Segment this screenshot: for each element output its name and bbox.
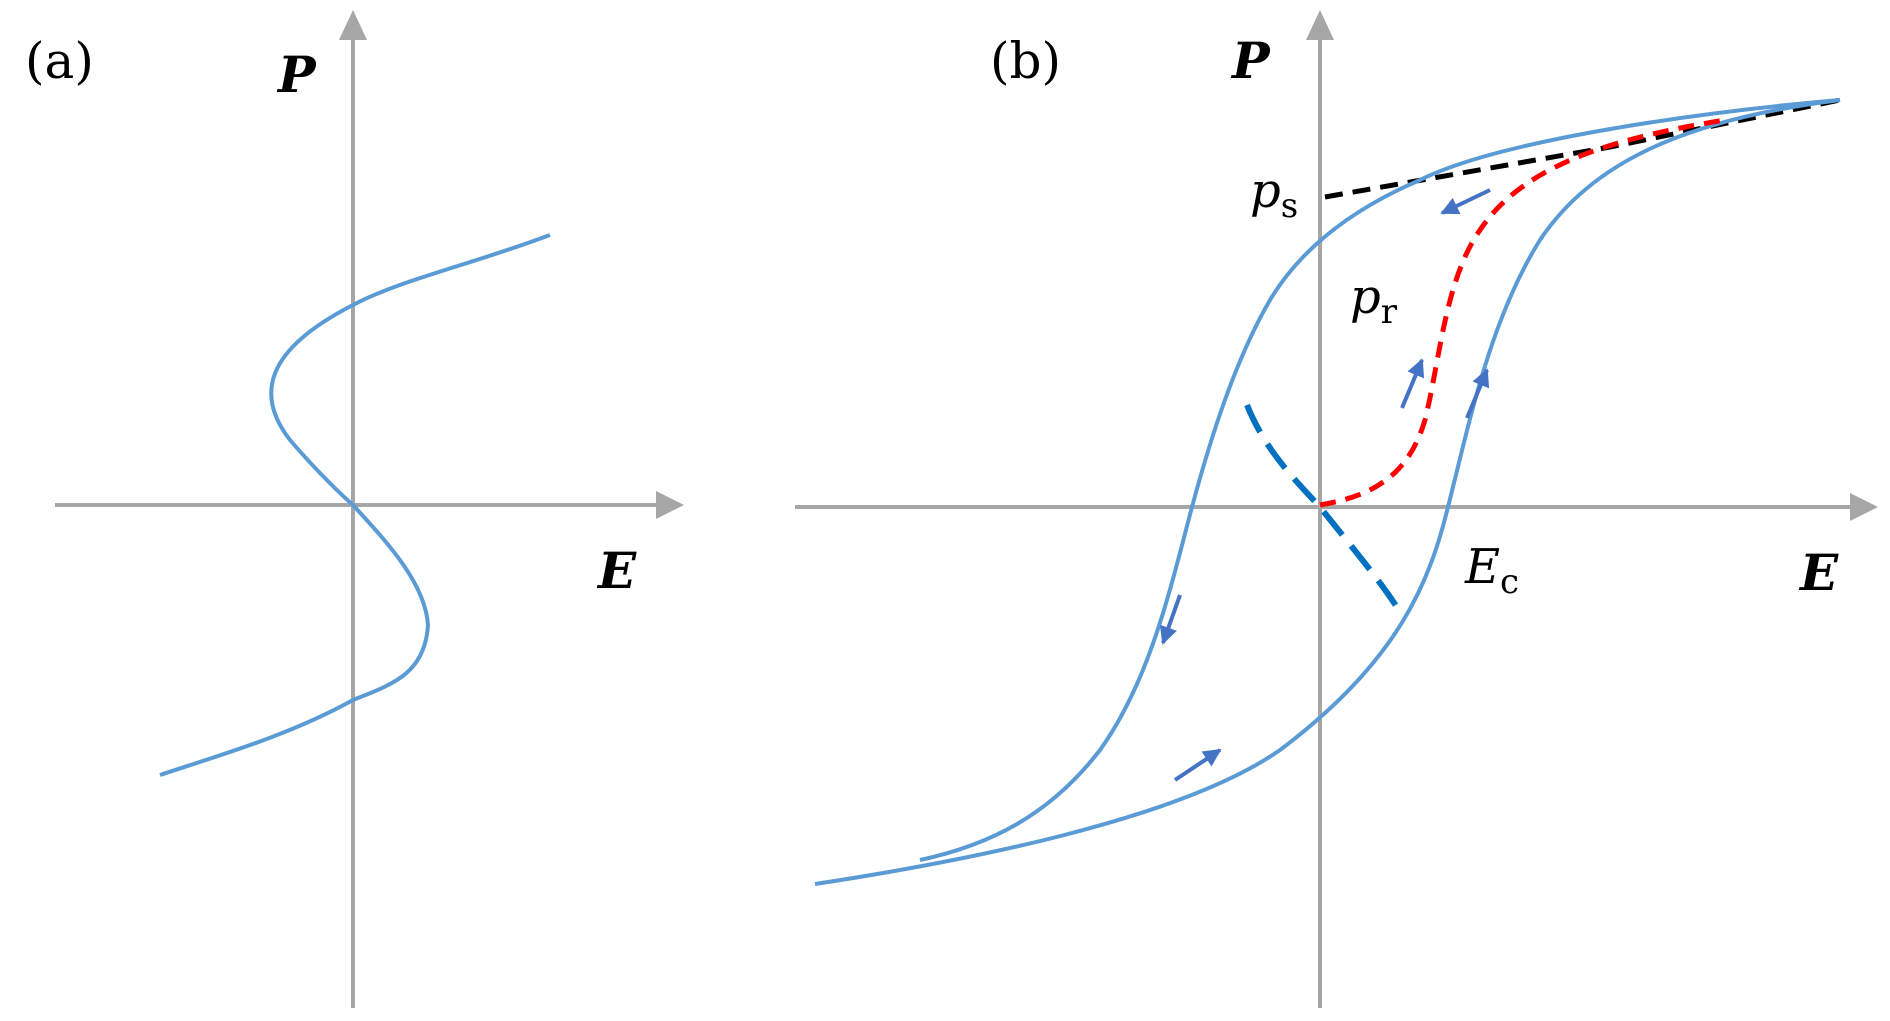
x-axis-arrowhead-a	[656, 491, 684, 519]
y-axis-arrowhead-b	[1306, 10, 1334, 40]
direction-arrow-virgin	[1400, 358, 1425, 409]
panel-a: (a) P E	[25, 10, 684, 1008]
hysteresis-ascending-branch	[814, 98, 1841, 886]
hysteresis-descending-branch	[919, 98, 1841, 862]
saturation-polarization-label: ps	[1250, 163, 1298, 226]
s-curve	[159, 233, 551, 777]
x-axis-label-a: E	[596, 541, 637, 600]
virgin-curve	[1319, 117, 1726, 508]
coercive-field-label: Ec	[1464, 539, 1519, 602]
direction-arrow-top	[1440, 188, 1491, 215]
y-axis-label-b: P	[1230, 31, 1271, 90]
blue-dashed-curve	[1244, 403, 1403, 614]
y-axis-arrowhead-a	[339, 10, 367, 40]
y-axis-label-a: P	[276, 45, 317, 104]
direction-arrow-ascending	[1465, 368, 1490, 419]
x-axis-arrowhead-b	[1850, 493, 1878, 521]
remanent-polarization-label: pr	[1350, 269, 1398, 332]
direction-arrow-descending	[1159, 594, 1182, 645]
panel-label-b: (b)	[990, 32, 1061, 90]
panel-label-a: (a)	[25, 32, 94, 90]
panel-b: (b) P E ps pr Ec	[795, 10, 1878, 1008]
direction-arrow-bottom	[1173, 748, 1222, 782]
x-axis-label-b: E	[1798, 543, 1839, 602]
